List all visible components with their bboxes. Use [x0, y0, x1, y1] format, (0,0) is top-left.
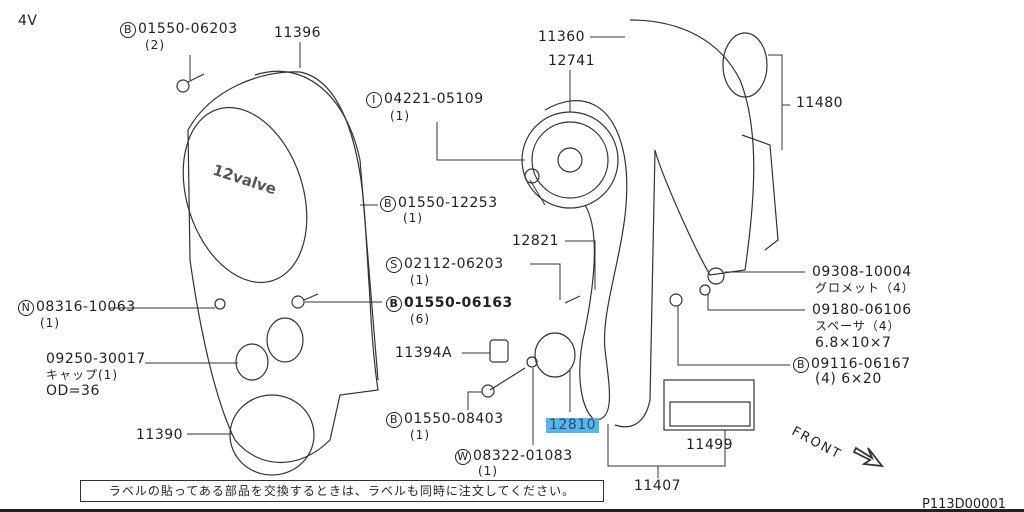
part-number: 08322-01083: [473, 448, 573, 464]
part-qty: (1): [410, 273, 430, 287]
part-spec: OD=36: [46, 383, 100, 399]
part-label[interactable]: 11390: [136, 427, 184, 443]
timing-belt: [544, 100, 628, 421]
part-number: 08316-10063: [36, 299, 136, 315]
front-arrow-icon: [852, 446, 885, 468]
symbol-badge: W: [455, 449, 471, 465]
part-number: 04221-05109: [384, 91, 484, 107]
gasket: [722, 32, 768, 98]
part-desc: スペーサ（4）: [815, 319, 901, 333]
bolt-icon: [291, 295, 305, 309]
part-label[interactable]: 11360: [538, 29, 586, 45]
part-spec: 6.8×10×7: [815, 335, 892, 351]
part-number: 01550-06203: [138, 21, 238, 37]
washer-icon: [526, 356, 538, 368]
part-number: 01550-08403: [404, 411, 504, 427]
part-desc: キャップ(1): [46, 368, 118, 382]
nut-icon: [214, 298, 226, 310]
symbol-badge: N: [18, 300, 34, 316]
part-qty: (1): [410, 428, 430, 442]
part-number: 01550-06163: [404, 295, 513, 311]
bottom-divider: [0, 509, 1024, 512]
camshaft-sprocket: [521, 111, 619, 209]
part-label[interactable]: 09180-06106: [812, 302, 912, 318]
label-sticker: [663, 379, 755, 431]
part-number: 09116-06167: [811, 356, 911, 372]
symbol-badge: B: [380, 196, 396, 212]
part-label[interactable]: 09250-30017: [46, 351, 146, 367]
spacer-icon: [699, 284, 711, 296]
bolt-icon: [524, 168, 540, 184]
grommet-icon: [707, 267, 725, 285]
part-number: 02112-06203: [404, 256, 504, 272]
tensioner: [534, 332, 576, 378]
part-qty: (1): [390, 109, 410, 123]
part-label[interactable]: 12821: [512, 233, 560, 249]
bolt-icon: [481, 384, 495, 398]
symbol-badge: S: [386, 257, 402, 273]
part-qty: (1): [40, 316, 60, 330]
label-order-note: ラベルの貼ってある部品を交換するときは、ラベルも同時に注文してください。: [80, 480, 604, 502]
spacer-11394a: [489, 339, 509, 363]
part-label[interactable]: 09308-10004: [812, 264, 912, 280]
part-label-highlighted[interactable]: 12810: [546, 418, 600, 433]
part-desc: グロメット（4）: [815, 281, 915, 295]
drawing-code: P113D00001: [922, 497, 1007, 512]
symbol-badge: I: [366, 92, 382, 108]
part-qty: (6): [410, 312, 430, 326]
symbol-badge: B: [793, 357, 809, 373]
part-label[interactable]: 11394A: [395, 345, 453, 361]
part-number: 01550-12253: [398, 195, 498, 211]
bolt-icon: [669, 293, 683, 307]
part-label[interactable]: 11499: [686, 437, 734, 453]
seal: [266, 317, 304, 363]
timing-cover-upper: [187, 71, 379, 464]
rear-timing-cover: [614, 19, 755, 428]
part-label[interactable]: 11396: [274, 25, 322, 41]
part-qty: (4) 6×20: [815, 371, 882, 387]
part-qty: (1): [403, 211, 423, 225]
cover-round-face: [182, 106, 308, 284]
timing-cover-lower: [229, 394, 315, 476]
part-label[interactable]: 11480: [796, 95, 844, 111]
cap: [235, 343, 269, 381]
timing-cover-rim: [254, 70, 379, 381]
bolt-icon: [176, 79, 190, 93]
symbol-badge: B: [386, 412, 402, 428]
variant-label: 4V: [18, 13, 38, 29]
part-label[interactable]: 12741: [548, 53, 596, 69]
part-label[interactable]: 11407: [634, 478, 682, 494]
symbol-badge: B: [386, 296, 402, 312]
cover-text: 12valve: [210, 161, 278, 198]
part-qty: (1): [478, 464, 498, 478]
part-qty: (2): [145, 38, 165, 52]
symbol-badge: B: [120, 22, 136, 38]
